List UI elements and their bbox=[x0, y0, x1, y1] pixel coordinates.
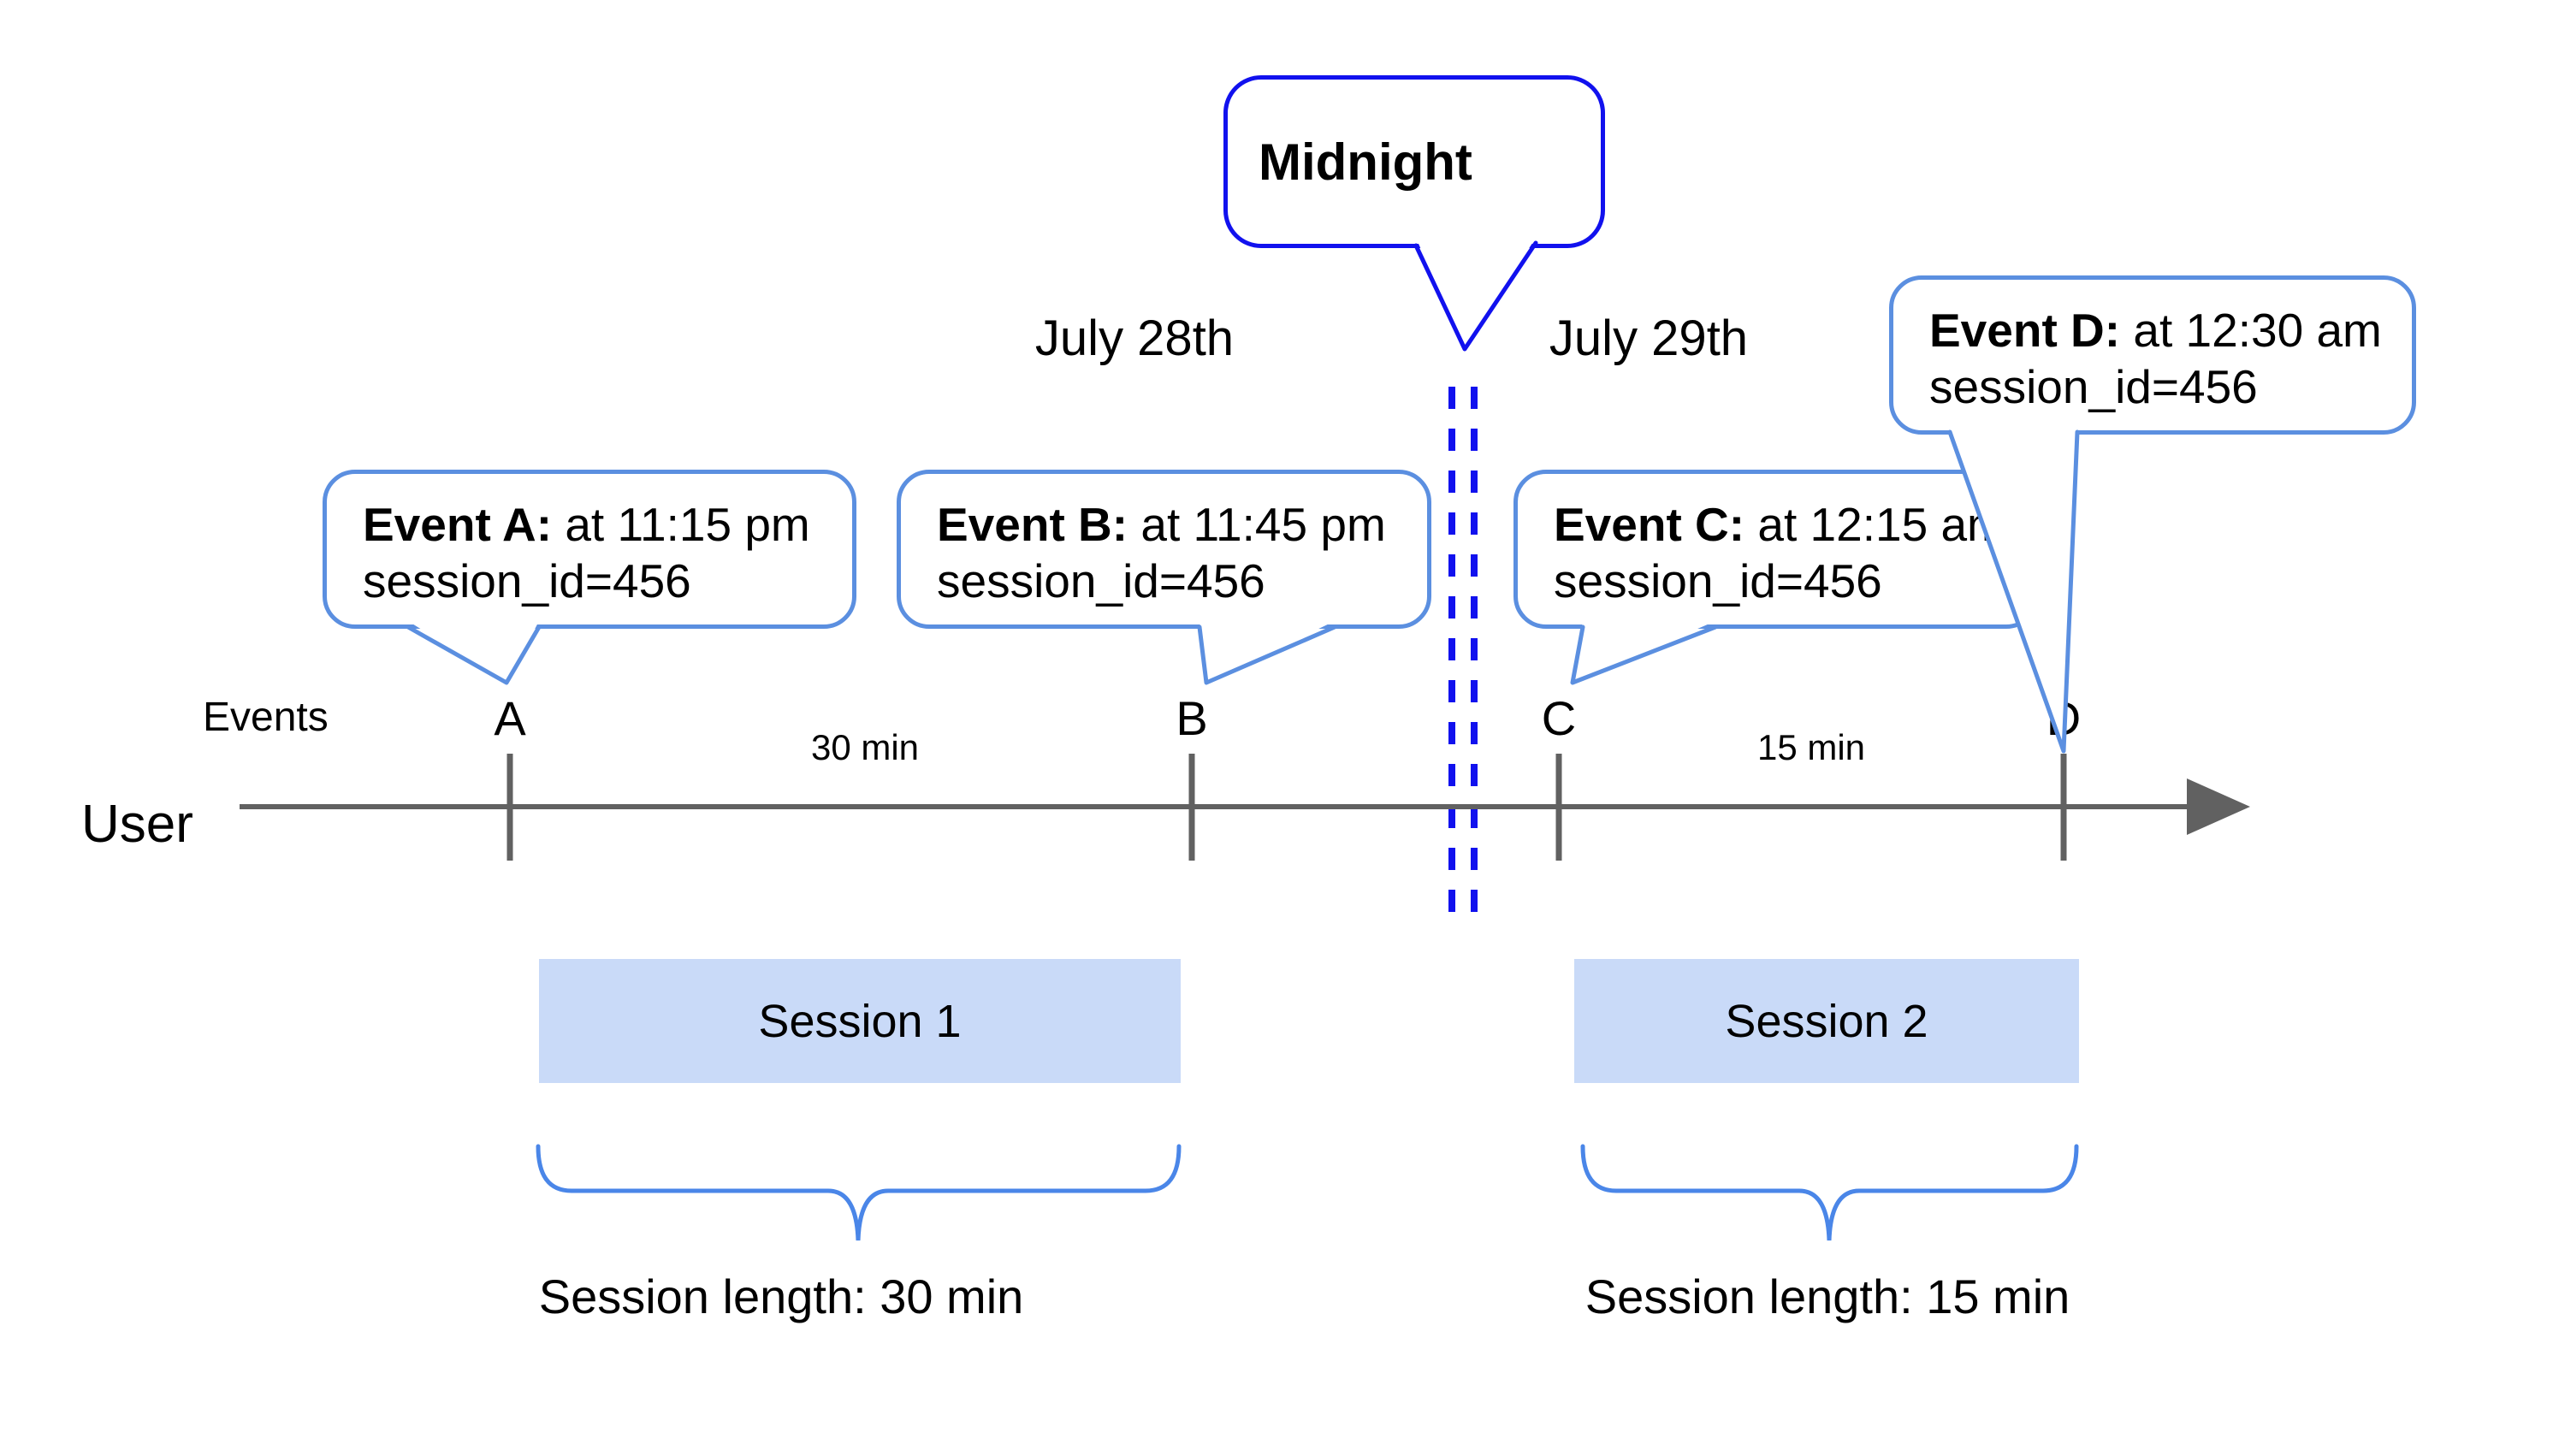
event-callout-B-session: session_id=456 bbox=[937, 554, 1265, 607]
event-callout-D: Event D: at 12:30 am session_id=456 bbox=[1889, 275, 2416, 435]
event-callout-C: Event C: at 12:15 am session_id=456 bbox=[1513, 470, 2039, 629]
callout-tail-B-fill bbox=[1199, 621, 1335, 683]
event-callout-B-line1: Event B: at 11:45 pm bbox=[937, 496, 1419, 553]
date-label-july-29: July 29th bbox=[1549, 311, 1749, 366]
event-callout-D-line1: Event D: at 12:30 am bbox=[1929, 302, 2403, 358]
interval-label-30min: 30 min bbox=[810, 727, 920, 767]
tick-C bbox=[1555, 754, 1562, 861]
session-2-label: Session 2 bbox=[1725, 995, 1928, 1047]
user-row-label: User bbox=[81, 795, 193, 854]
arrowhead-icon bbox=[2187, 778, 2250, 835]
midnight-callout: Midnight bbox=[1223, 75, 1605, 248]
tick-D bbox=[2060, 754, 2067, 861]
event-callout-D-title: Event D: bbox=[1929, 304, 2121, 357]
date-label-july-28: July 28th bbox=[1034, 311, 1235, 366]
session-2-box: Session 2 bbox=[1574, 959, 2079, 1083]
event-letter-D: D bbox=[2046, 691, 2082, 745]
event-callout-C-title: Event C: bbox=[1554, 498, 1745, 551]
event-callout-C-session: session_id=456 bbox=[1554, 554, 1882, 607]
callout-tail-C-fill bbox=[1573, 621, 1715, 683]
session-2-length-label: Session length: 15 min bbox=[1585, 1270, 2070, 1323]
event-callout-B-time: at 11:45 pm bbox=[1128, 498, 1386, 551]
session-1-length-label: Session length: 30 min bbox=[538, 1270, 1024, 1323]
event-letter-A: A bbox=[494, 691, 526, 745]
session-1-box: Session 1 bbox=[539, 959, 1181, 1083]
interval-label-15min: 15 min bbox=[1756, 727, 1866, 767]
session-1-label: Session 1 bbox=[758, 995, 962, 1047]
callout-tail-B bbox=[1197, 624, 1337, 685]
event-callout-C-time: at 12:15 am bbox=[1744, 498, 2006, 551]
midnight-divider-dashed-lines bbox=[1448, 387, 1478, 928]
event-callout-B: Event B: at 11:45 pm session_id=456 bbox=[897, 470, 1431, 629]
event-callout-B-title: Event B: bbox=[937, 498, 1128, 551]
tick-marks bbox=[506, 754, 2067, 861]
callout-tail-A bbox=[406, 624, 542, 685]
session-2-brace bbox=[1580, 1144, 2079, 1241]
event-callout-D-session: session_id=456 bbox=[1929, 360, 2258, 413]
event-callout-A-time: at 11:15 pm bbox=[552, 498, 810, 551]
callout-tail-C bbox=[1570, 624, 1718, 685]
event-callout-A-line1: Event A: at 11:15 pm bbox=[363, 496, 844, 553]
event-callout-A: Event A: at 11:15 pm session_id=456 bbox=[323, 470, 856, 629]
timeline-arrow bbox=[240, 778, 2250, 835]
events-row-label: Events bbox=[203, 695, 329, 740]
midnight-callout-label: Midnight bbox=[1259, 133, 1472, 191]
event-callout-C-line1: Event C: at 12:15 am bbox=[1554, 496, 2026, 553]
callout-tail-A-fill bbox=[408, 621, 539, 683]
event-callout-D-time: at 12:30 am bbox=[2120, 304, 2382, 357]
event-letter-C: C bbox=[1541, 691, 1577, 745]
session-1-brace bbox=[536, 1144, 1182, 1241]
tick-A bbox=[506, 754, 513, 861]
session-braces bbox=[536, 1144, 2079, 1241]
tick-B bbox=[1188, 754, 1195, 861]
event-callout-A-title: Event A: bbox=[363, 498, 553, 551]
event-letter-B: B bbox=[1176, 691, 1208, 745]
event-callout-A-session: session_id=456 bbox=[363, 554, 691, 607]
